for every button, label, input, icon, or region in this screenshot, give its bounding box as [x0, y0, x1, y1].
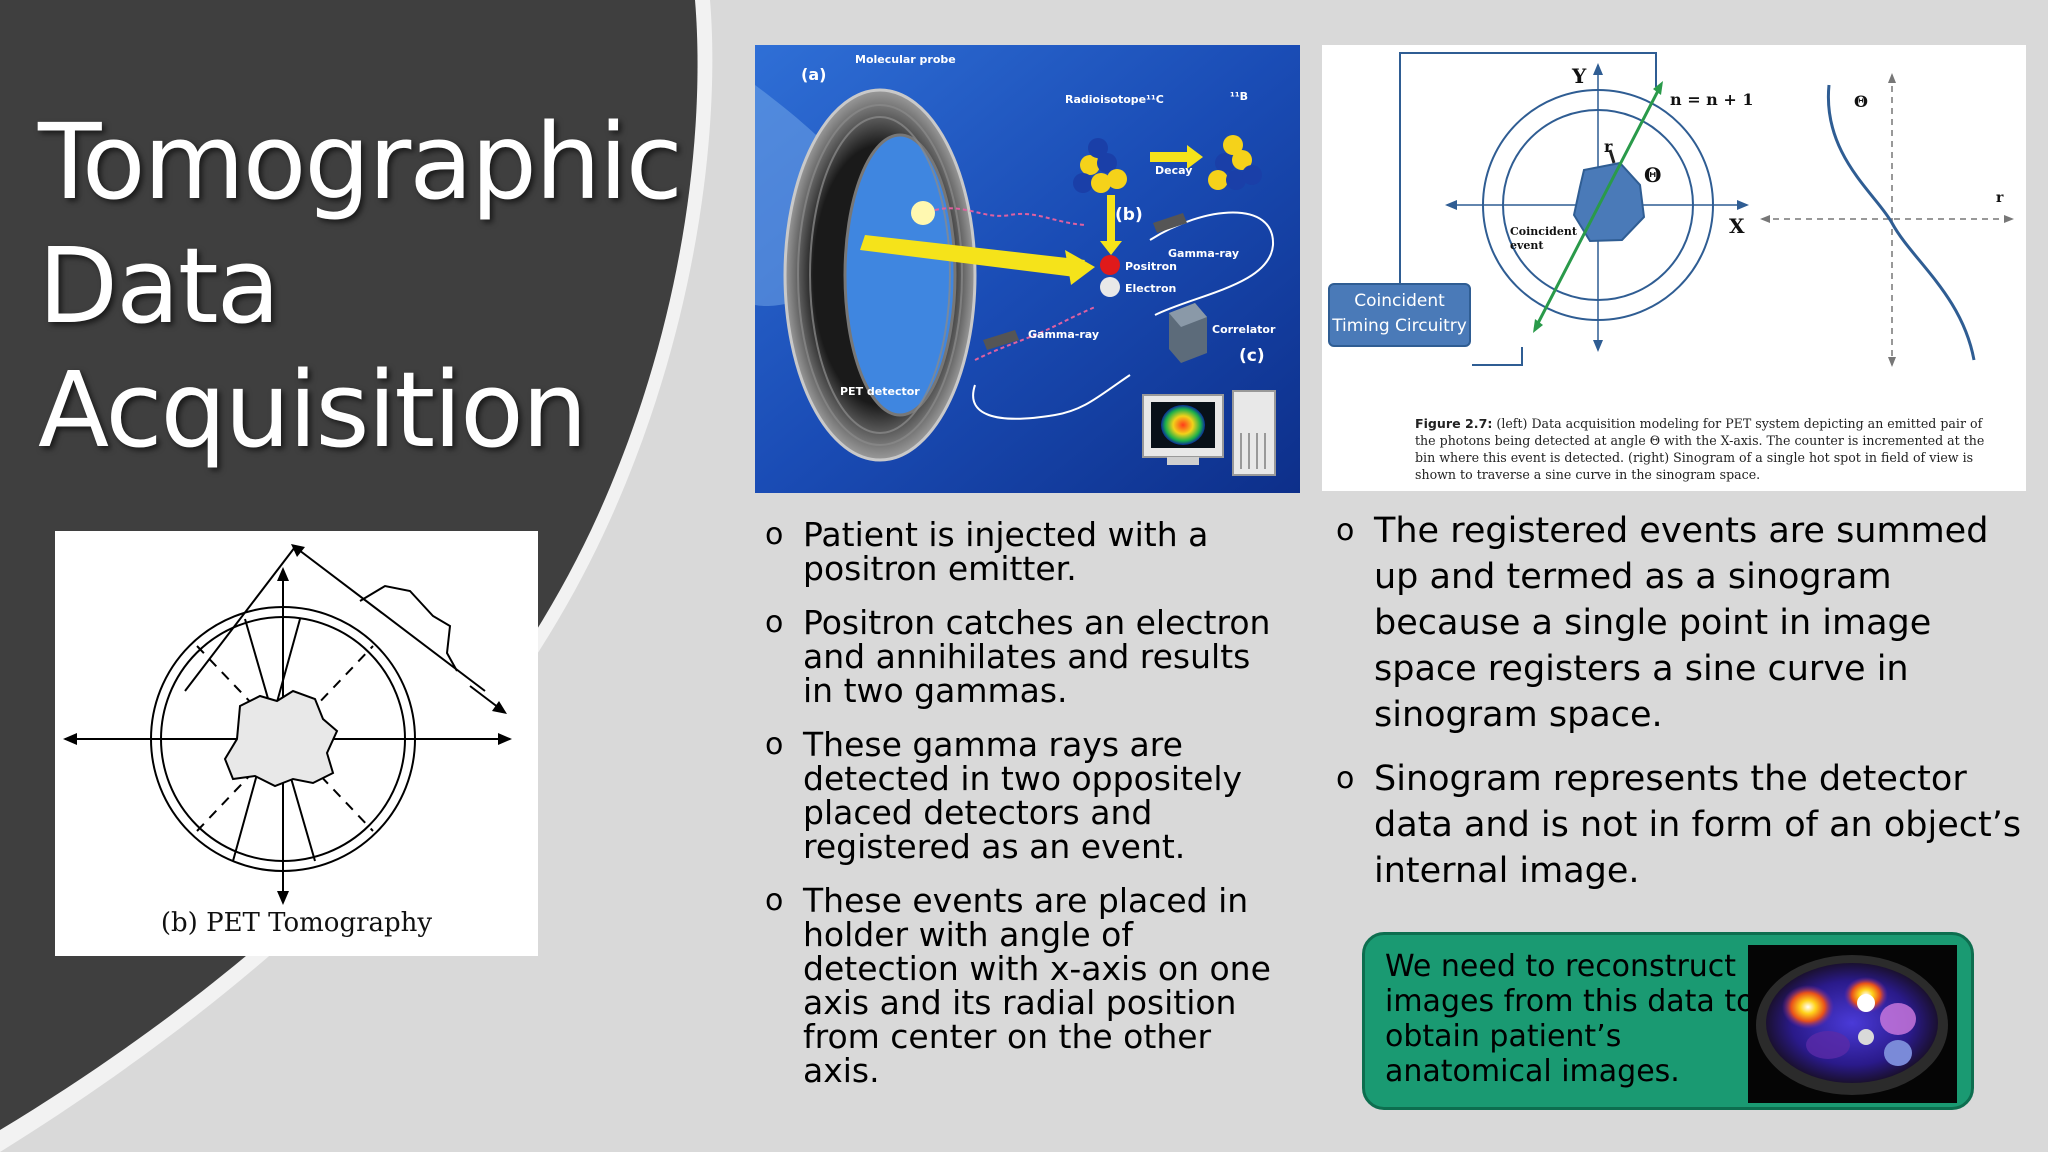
acquisition-steps-list: Patient is injected with a positron emit… — [765, 518, 1285, 1108]
figure-caption-text: (left) Data acquisition modeling for PET… — [1415, 416, 1985, 482]
pet-tomography-figure: (b) PET Tomography — [55, 531, 538, 956]
pet-tomography-caption: (b) PET Tomography — [160, 908, 433, 938]
gamma-ray-bottom-label: Gamma-ray — [1028, 328, 1099, 341]
electron-label: Electron — [1125, 282, 1176, 295]
decay-label: Decay — [1155, 164, 1192, 177]
sinogram-diagram: Y X n = n + 1 Θ r Θ r Coincident event — [1399, 52, 2014, 367]
pet-scan-image — [1748, 945, 1957, 1103]
list-item: Positron catches an electron and annihil… — [765, 606, 1285, 708]
sinogram-figure: Y X n = n + 1 Θ r Θ r Coincident event C… — [1322, 45, 2026, 491]
y-axis-label: Y — [1571, 64, 1587, 88]
carbon-nucleus — [1073, 138, 1127, 193]
x-axis-label: X — [1729, 214, 1745, 238]
sinogram-notes-list: The registered events are summed up and … — [1336, 508, 2026, 912]
pet-tomography-diagram — [63, 544, 512, 905]
slide-title: Tomographic Data Acquisition — [38, 100, 683, 472]
pet-scanner-artwork: (a) Molecular probe Radioisotope¹¹C ¹¹B … — [755, 45, 1300, 493]
boron-nucleus — [1208, 135, 1262, 190]
radioisotope-label: Radioisotope¹¹C — [1065, 93, 1164, 106]
list-item: These events are placed in holder with a… — [765, 884, 1285, 1088]
figure-caption-label: Figure 2.7: — [1415, 416, 1493, 431]
label-c: (c) — [1239, 346, 1265, 366]
title-line-3: Acquisition — [38, 349, 588, 471]
theta-axis-label: Θ — [1854, 92, 1868, 111]
list-item: These gamma rays are detected in two opp… — [765, 728, 1285, 864]
positron-label: Positron — [1125, 260, 1177, 273]
reconstruction-note-text: We need to reconstruct images from this … — [1385, 949, 1755, 1089]
r-label: r — [1604, 137, 1613, 156]
timing-circuitry-box: Coincident Timing Circuitry — [1328, 283, 1471, 347]
pet-detector-label: PET detector — [840, 385, 920, 398]
counter-label: n = n + 1 — [1670, 90, 1754, 109]
title-line-1: Tomographic — [38, 101, 683, 223]
figure-caption: Figure 2.7: (left) Data acquisition mode… — [1415, 415, 1985, 483]
gamma-ray-top-label: Gamma-ray — [1168, 247, 1239, 260]
reconstruction-note: We need to reconstruct images from this … — [1362, 932, 1974, 1110]
label-b: (b) — [1115, 205, 1143, 225]
list-item: Sinogram represents the detector data an… — [1336, 756, 2026, 894]
title-line-2: Data — [38, 225, 280, 347]
r-axis-label: r — [1996, 190, 2004, 206]
pet-scanner-illustration: (a) Molecular probe Radioisotope¹¹C ¹¹B … — [755, 45, 1300, 493]
theta-label: Θ — [1644, 163, 1661, 187]
correlator-label: Correlator — [1212, 323, 1276, 336]
boron-label: ¹¹B — [1230, 90, 1248, 103]
list-item: Patient is injected with a positron emit… — [765, 518, 1285, 586]
label-a: (a) — [801, 65, 826, 84]
molecular-probe-label: Molecular probe — [855, 53, 956, 66]
list-item: The registered events are summed up and … — [1336, 508, 2026, 738]
coincident-event-label: Coincident event — [1510, 225, 1577, 252]
